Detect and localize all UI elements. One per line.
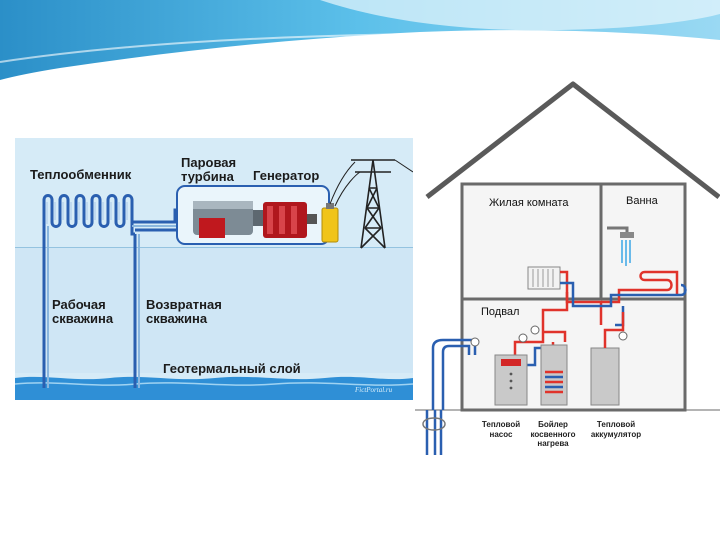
production-well-label: Рабочая скважина	[52, 298, 113, 325]
steam-turbine-label-line2: турбина	[181, 168, 234, 184]
boiler-label-line2: косвенного	[530, 429, 576, 439]
radiator	[527, 266, 561, 290]
generator-label: Генератор	[253, 168, 320, 183]
bathroom-label: Ванна	[626, 195, 658, 207]
production-well-label-line2: скважина	[52, 310, 114, 326]
geothermal-diagram: Теплообменник Паровая турбина Генератор …	[15, 138, 413, 400]
geothermal-scene	[15, 138, 413, 400]
boiler-label-line3: нагрева	[537, 439, 569, 449]
watermark: FictPortal.ru	[355, 386, 393, 394]
transformer	[321, 207, 339, 243]
accumulator-label-line1: Тепловой	[596, 420, 636, 429]
ground-loop	[422, 410, 446, 455]
accumulator-label-line2: аккумулятор	[590, 429, 642, 439]
hot-water-pipes	[513, 270, 679, 355]
heat-pump-label: Тепловой насос	[475, 420, 527, 439]
boiler-label: Бойлер косвенного нагрева	[527, 420, 579, 449]
house-roof	[425, 81, 720, 199]
steam-turbine	[193, 201, 263, 238]
boiler-unit	[540, 344, 568, 406]
production-well-label-line1: Рабочая	[52, 297, 106, 312]
boiler-label-line1: Бойлер	[538, 420, 568, 429]
valves	[470, 325, 628, 347]
heat-pump-label-line2: насос	[489, 429, 513, 439]
generator	[263, 202, 317, 238]
return-well-label-line2: скважина	[146, 310, 208, 326]
header-wave-decoration	[0, 0, 720, 80]
geothermal-layer-water	[15, 376, 413, 400]
power-tower	[351, 159, 395, 249]
accumulator-unit	[590, 347, 620, 406]
geothermal-layer-label: Геотермальный слой	[163, 361, 301, 376]
heat-exchanger-coil	[42, 194, 135, 236]
basement-label: Подвал	[481, 306, 520, 318]
shower	[607, 226, 634, 266]
heat-exchanger-label: Теплообменник	[30, 167, 132, 182]
house-scene	[415, 81, 720, 455]
heat-pump-unit	[494, 354, 528, 406]
steam-turbine-label: Паровая турбина	[181, 156, 236, 183]
return-well-label-line1: Возвратная	[146, 297, 222, 312]
steam-turbine-label-line1: Паровая	[181, 155, 237, 170]
house-heating-diagram: Жилая комната Ванна Подвал Тепловой насо…	[415, 80, 720, 465]
return-well-label: Возвратная скважина	[146, 298, 222, 325]
living-room-label: Жилая комната	[489, 197, 569, 209]
accumulator-label: Тепловой аккумулятор	[585, 420, 647, 439]
heat-pump-label-line1: Тепловой	[481, 420, 521, 429]
